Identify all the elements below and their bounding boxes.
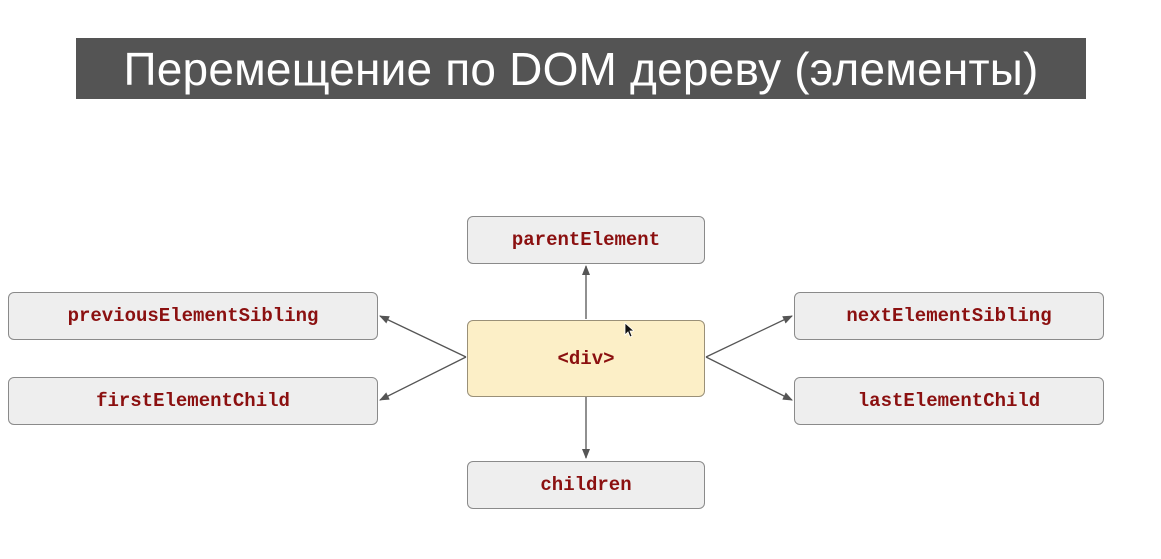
node-label: nextElementSibling — [846, 305, 1052, 327]
arrow-to-next-sibling — [705, 315, 793, 358]
node-first-element-child: firstElementChild — [8, 377, 378, 425]
mouse-pointer-icon — [624, 322, 634, 338]
slide-title: Перемещение по DOM дереву (элементы) — [123, 42, 1039, 95]
arrow-to-first-child — [379, 356, 467, 401]
node-label: children — [540, 474, 632, 496]
node-label: <div> — [557, 347, 615, 370]
node-next-element-sibling: nextElementSibling — [794, 292, 1104, 340]
node-label: parentElement — [511, 229, 661, 251]
node-label: firstElementChild — [96, 390, 290, 412]
node-center-div: <div> — [467, 320, 705, 397]
arrow-to-last-child — [705, 356, 793, 401]
node-parent-element: parentElement — [467, 216, 705, 264]
node-previous-element-sibling: previousElementSibling — [8, 292, 378, 340]
title-banner: Перемещение по DOM дереву (элементы) — [76, 38, 1086, 99]
node-children: children — [467, 461, 705, 509]
node-label: lastElementChild — [857, 390, 1041, 412]
node-last-element-child: lastElementChild — [794, 377, 1104, 425]
arrow-to-previous-sibling — [379, 315, 467, 358]
node-label: previousElementSibling — [67, 305, 319, 327]
